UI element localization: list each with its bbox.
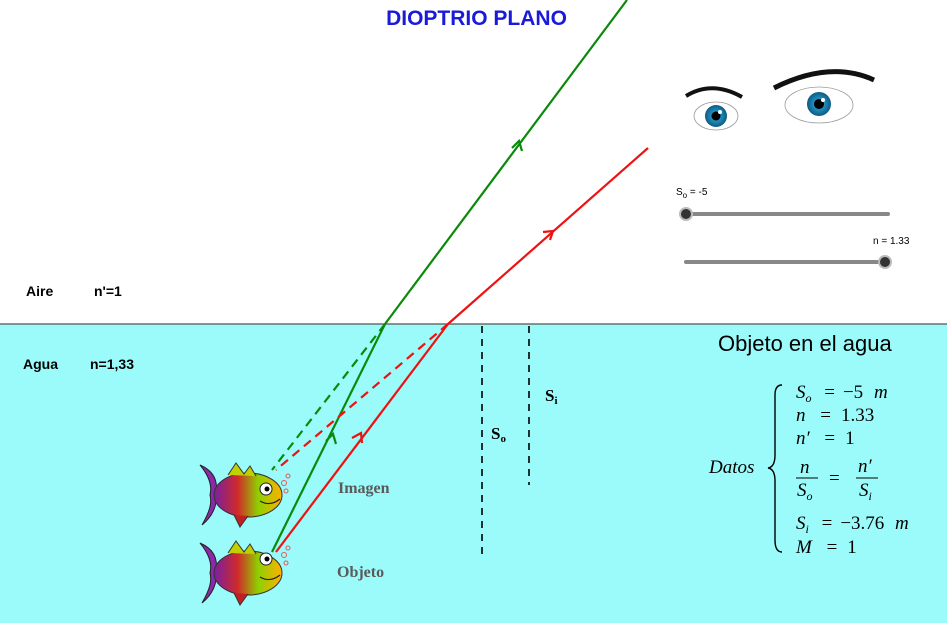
air-index-label: n'=1 — [94, 283, 122, 299]
objeto-en-el-agua-heading: Objeto en el agua — [718, 331, 892, 356]
frac-left-numerator: n — [800, 457, 810, 478]
right-eye-icon — [772, 69, 876, 124]
datos-label: Datos — [709, 457, 755, 478]
n-slider-handle[interactable] — [878, 255, 892, 269]
page-title: DIOPTRIO PLANO — [386, 7, 567, 30]
air-label: Aire — [26, 283, 54, 299]
datos-m-line: M =1 — [796, 537, 857, 558]
frac-right-numerator: n′ — [858, 456, 872, 477]
water-region — [0, 324, 947, 623]
so-slider-track[interactable] — [684, 212, 890, 216]
datos-n-line: n =1.33 — [796, 405, 875, 426]
objeto-label: Objeto — [337, 564, 385, 581]
so-slider-handle[interactable] — [679, 207, 693, 221]
water-label: Agua — [23, 356, 58, 372]
red-ray — [275, 147, 649, 553]
datos-si-line: Si =−3.76 m — [796, 513, 909, 536]
frac-right-denominator: Si — [859, 480, 872, 503]
so-distance-label: So — [491, 424, 506, 445]
so-slider-label: So = -5 — [676, 187, 708, 200]
fish-image-icon — [199, 462, 291, 528]
si-distance-label: Si — [545, 386, 558, 407]
datos-brace — [767, 384, 783, 553]
fish-object-icon — [199, 540, 291, 606]
n-slider-track[interactable] — [684, 260, 890, 264]
imagen-label: Imagen — [338, 480, 390, 497]
frac-equals: = — [829, 468, 840, 489]
n-slider-label: n = 1.33 — [873, 236, 910, 247]
water-index-label: n=1,33 — [90, 356, 134, 372]
datos-so-line: So =−5 m — [796, 382, 888, 405]
datos-n-prime-line: n′ =1 — [796, 428, 855, 449]
left-eye-icon — [684, 86, 743, 131]
green-ray — [271, 0, 628, 553]
frac-left-denominator: So — [797, 480, 813, 503]
